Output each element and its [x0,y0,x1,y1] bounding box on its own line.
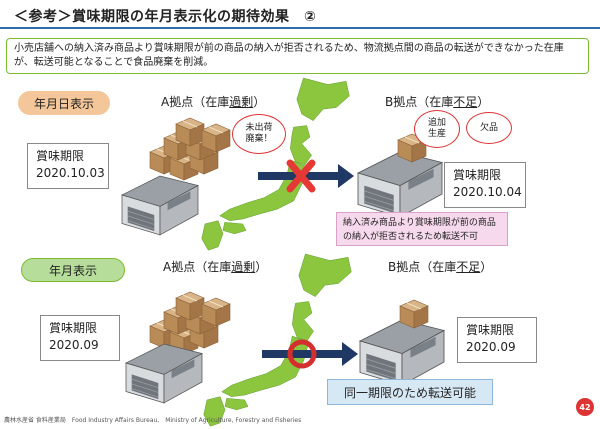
bubble-line: 未出荷 [245,123,273,133]
title-divider [0,27,600,29]
hub-a-label-bottom: A拠点（在庫過剰） [163,258,267,275]
hub-a-status: 過剰 [231,260,256,274]
speech-bubble-extra-production: 追加生産 [414,110,460,148]
hub-b-status: 不足 [453,95,478,109]
speech-bubble-stockout: 欠品 [466,112,512,144]
expiry-box-bottom-a: 賞味期限 2020.09 [40,315,120,361]
transfer-possible-note: 同一期限のため転送可能 [327,379,493,405]
cardboard-box-icon-bottom-b [399,299,429,329]
expiry-value: 2020.09 [466,340,516,354]
page-number-badge: 42 [576,398,594,416]
cardboard-boxes-icon-top [149,117,231,181]
expiry-value: 2020.10.04 [453,185,522,199]
hub-a-status: 過剰 [229,95,254,109]
warehouse-icon-top-b [357,151,443,218]
hub-b-status: 不足 [456,260,481,274]
hub-b-label-bottom: B拠点（在庫不足） [388,258,492,275]
bubble-line: 追加 [427,118,446,128]
warehouse-icon-top-a [121,175,199,236]
red-x-mark-icon [286,159,316,193]
page-title: ＜参考＞賞味期限の年月表示化の期待効果 ② [14,9,317,25]
expiry-label: 賞味期限 [453,168,502,182]
expiry-box-top-a: 賞味期限 2020.10.03 [27,143,109,189]
transfer-arrow-icon-bottom [262,342,358,366]
bubble-line: 欠品 [479,122,498,133]
warehouse-icon-bottom-a [125,343,203,404]
expiry-value: 2020.10.03 [36,166,105,180]
expiry-label: 賞味期限 [466,323,515,337]
hub-a-label-top: A拠点（在庫過剰） [161,93,265,110]
expiry-box-top-b: 賞味期限 2020.10.04 [444,162,526,208]
expiry-label: 賞味期限 [49,321,98,335]
expiry-box-bottom-b: 賞味期限 2020.09 [457,317,537,363]
footer-credit: 農林水産省 食料産業局 Food Industry Affairs Bureau… [4,417,302,424]
hub-b-prefix: B拠点（在庫 [388,260,457,274]
expiry-label: 賞味期限 [36,149,85,163]
warehouse-icon-bottom-b [359,319,445,386]
label-year-month-day: 年月日表示 [18,91,110,115]
speech-bubble-unshipped: 未出荷廃棄！ [232,114,286,154]
hub-b-suffix: ） [480,260,493,274]
bubble-line: 生産 [427,129,446,139]
hub-b-suffix: ） [477,95,490,109]
red-circle-mark-icon [287,339,317,369]
expiry-value: 2020.09 [49,338,99,352]
hub-a-suffix: ） [253,95,266,109]
summary-box: 小売店舗への納入済み商品より賞味期限が前の商品の納入が拒否されるため、物流拠点間… [6,38,589,74]
hub-b-prefix: B拠点（在庫 [385,95,454,109]
hub-a-prefix: A拠点（在庫 [161,95,230,109]
transfer-blocked-note: 納入済み商品より賞味期限が前の商品の納入が拒否されるため転送不可 [336,212,508,246]
bubble-line: 廃棄！ [245,134,273,144]
hub-a-suffix: ） [255,260,268,274]
hub-b-label-top: B拠点（在庫不足） [385,93,489,110]
hub-a-prefix: A拠点（在庫 [163,260,232,274]
label-year-month: 年月表示 [21,258,125,282]
